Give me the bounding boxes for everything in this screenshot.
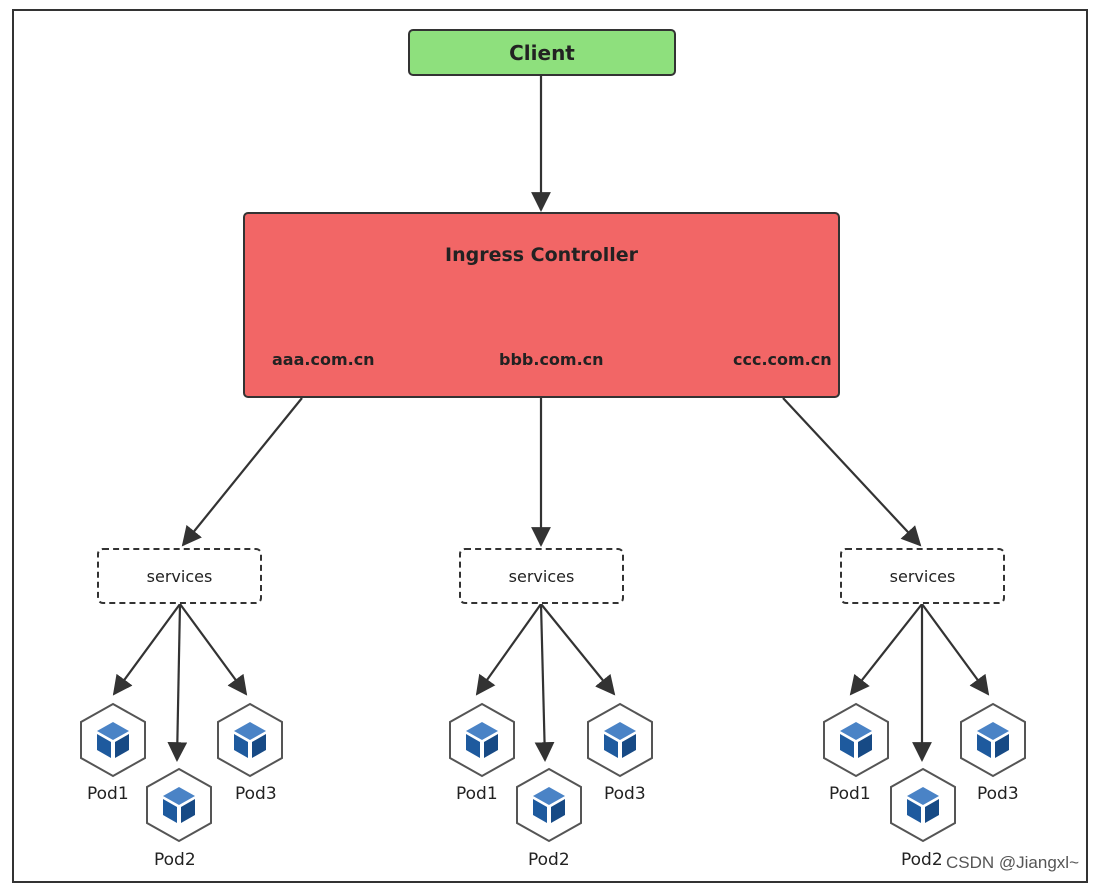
pod-cube-icon xyxy=(446,700,518,780)
pod-label: Pod1 xyxy=(456,784,498,804)
pod-cube-icon xyxy=(820,700,892,780)
host-label-bbb: bbb.com.cn xyxy=(499,350,604,369)
ingress-controller-node: Ingress Controller aaa.com.cn bbb.com.cn… xyxy=(243,212,840,398)
service-box-3: services xyxy=(840,548,1005,604)
host-label-ccc: ccc.com.cn xyxy=(733,350,832,369)
edge-svc1-pod2 xyxy=(167,603,188,762)
pod-label: Pod1 xyxy=(87,784,129,804)
pod-label: Pod2 xyxy=(154,850,196,870)
pod-cube-icon xyxy=(957,700,1029,780)
pod-cube-icon xyxy=(584,700,656,780)
service-label: services xyxy=(508,566,575,586)
edge-ingress-service-3 xyxy=(782,397,922,547)
pod-label: Pod3 xyxy=(604,784,646,804)
watermark: CSDN @Jiangxl~ xyxy=(946,853,1079,873)
edge-svc1-pod3 xyxy=(179,603,248,696)
pod-cube-icon xyxy=(887,765,959,845)
pod-cube-icon xyxy=(143,765,215,845)
edge-svc2-pod3 xyxy=(540,603,616,696)
client-label: Client xyxy=(509,40,575,65)
service-label: services xyxy=(889,566,956,586)
edge-svc2-pod2 xyxy=(534,603,555,762)
pod-cube-icon xyxy=(214,700,286,780)
pod-label: Pod1 xyxy=(829,784,871,804)
edge-svc1-pod1 xyxy=(112,603,181,696)
edge-svc3-pod1 xyxy=(849,603,923,696)
diagram-frame xyxy=(12,9,1088,883)
edge-svc2-pod1 xyxy=(475,603,542,696)
service-box-1: services xyxy=(97,548,262,604)
host-label-aaa: aaa.com.cn xyxy=(272,350,375,369)
pod-cube-icon xyxy=(513,765,585,845)
client-node: Client xyxy=(408,29,676,76)
pod-label: Pod3 xyxy=(235,784,277,804)
pod-label: Pod3 xyxy=(977,784,1019,804)
pod-cube-icon xyxy=(77,700,149,780)
edge-svc3-pod3 xyxy=(921,603,990,696)
pod-label: Pod2 xyxy=(528,850,570,870)
edge-ingress-service-1 xyxy=(181,397,303,547)
pod-label: Pod2 xyxy=(901,850,943,870)
ingress-title: Ingress Controller xyxy=(445,244,638,266)
service-box-2: services xyxy=(459,548,624,604)
service-label: services xyxy=(146,566,213,586)
